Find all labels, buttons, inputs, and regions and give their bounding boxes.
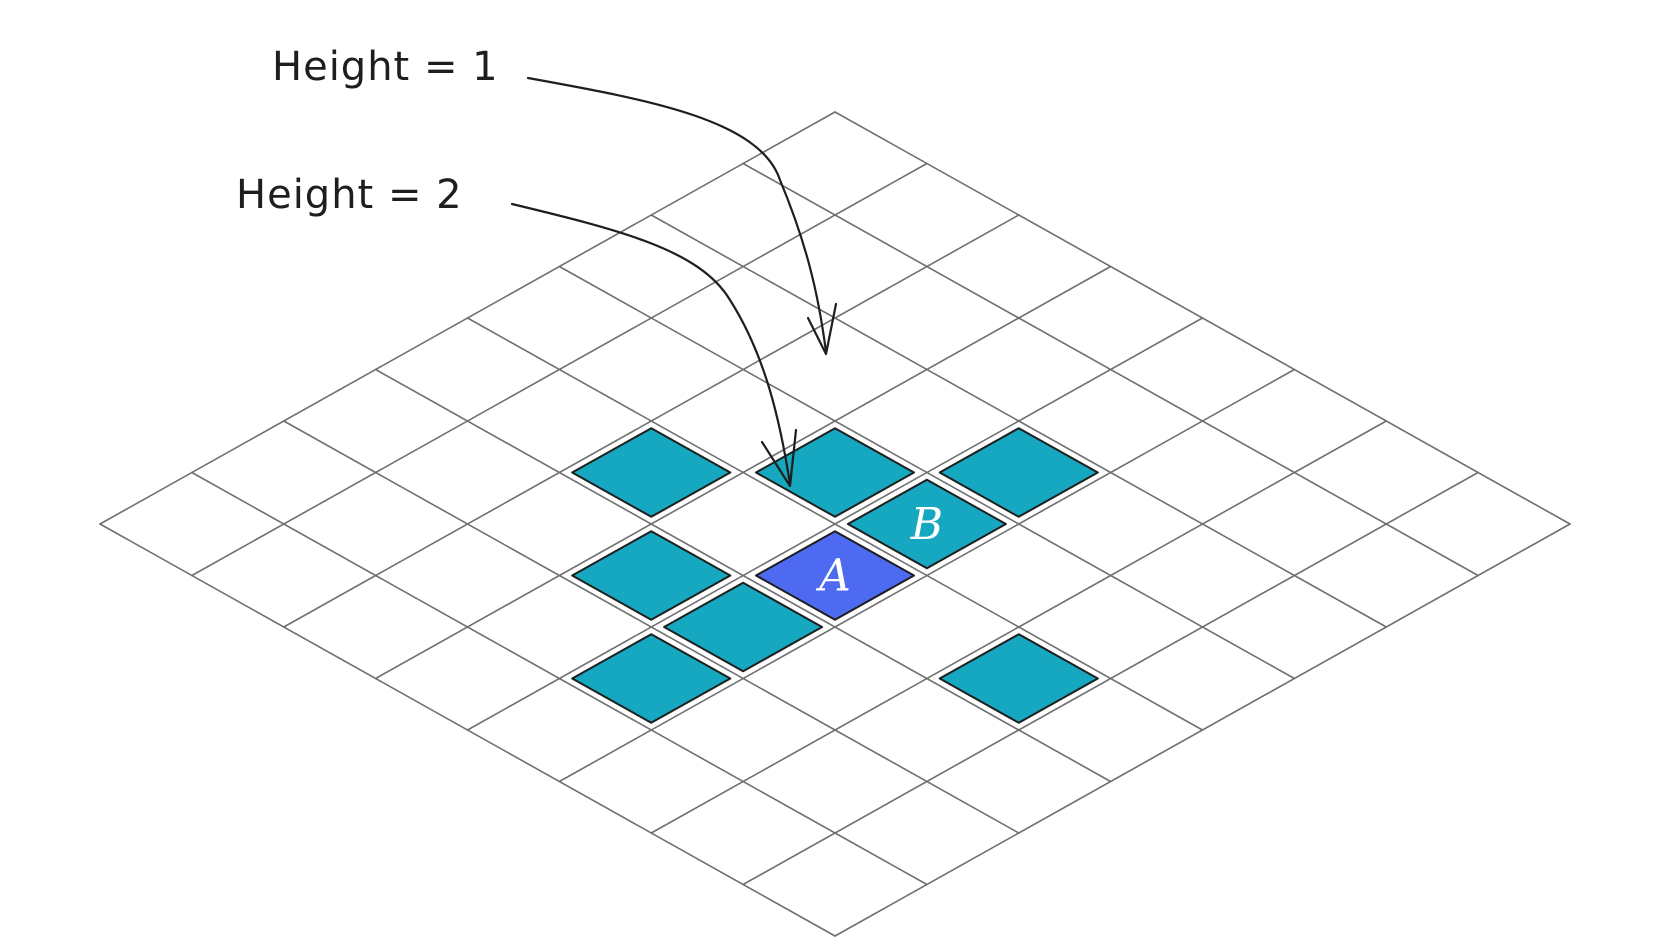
tile-bottom-left xyxy=(571,530,732,621)
tile-height-2 xyxy=(755,427,915,518)
tile-right xyxy=(938,633,1099,724)
arrowhead-height-1 xyxy=(806,302,838,356)
grid-line-col-3 xyxy=(374,265,1112,680)
arrow-height-1 xyxy=(526,76,828,354)
grid-line-col-4 xyxy=(466,317,1204,731)
tile-b xyxy=(846,478,1007,570)
grid-line-col-7 xyxy=(742,471,1479,886)
label-height-1: Height = 1 xyxy=(272,44,499,90)
grid-line-col-5 xyxy=(558,368,1296,783)
tile-bottom-right xyxy=(663,581,824,673)
tile-b-label: B xyxy=(910,499,943,550)
label-height-2: Height = 2 xyxy=(236,172,463,218)
arrow-height-2 xyxy=(510,202,792,486)
tile-left xyxy=(571,427,732,518)
isometric-grid xyxy=(99,111,1571,937)
grid-line-col-6 xyxy=(650,420,1388,834)
tile-a-label: A xyxy=(815,551,851,602)
grid-line-col-0 xyxy=(99,111,836,525)
grid-line-col-8 xyxy=(834,523,1571,937)
highlighted-tiles: AB xyxy=(571,427,1099,724)
annotation-arrows xyxy=(510,76,838,488)
arrowhead-height-2 xyxy=(760,428,798,488)
tile-height-1 xyxy=(938,427,1099,518)
annotation-labels: Height = 1 Height = 2 xyxy=(236,44,499,218)
tile-bottom xyxy=(571,633,732,724)
grid-line-col-1 xyxy=(191,162,928,577)
grid-line-col-2 xyxy=(282,214,1020,628)
tile-a xyxy=(755,530,915,621)
